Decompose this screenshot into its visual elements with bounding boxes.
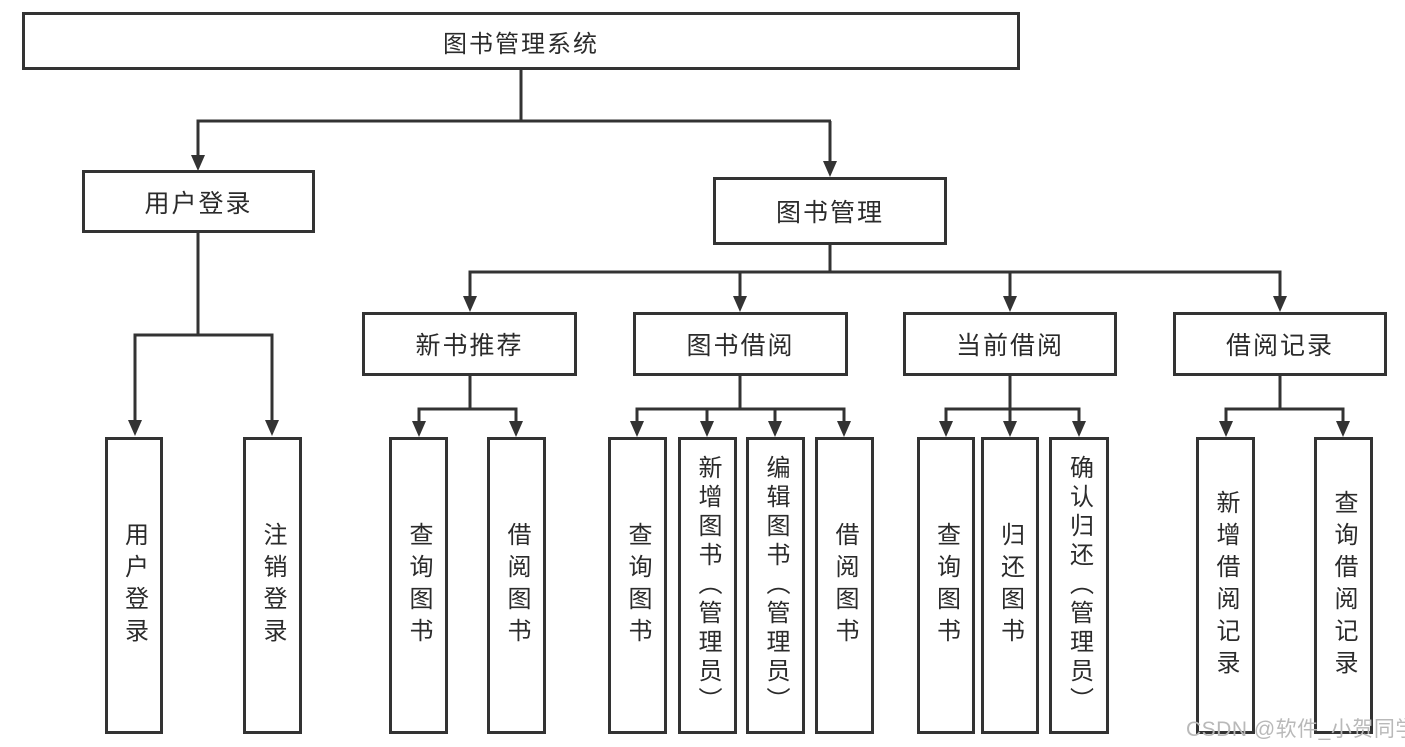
leaf-query-books-current-label: 查询图书 [932,521,960,650]
leaf-borrow-books-borrowing-label: 借阅图书 [831,521,858,650]
leaf-user-login: 用户登录 [105,437,163,734]
node-new-book-recommend: 新书推荐 [362,312,577,376]
leaf-add-borrow-record-label: 新增借阅记录 [1212,489,1239,682]
node-book-borrowing: 图书借阅 [633,312,848,376]
leaf-borrow-books-recommend-label: 借阅图书 [503,521,530,650]
leaf-return-book: 归还图书 [981,437,1039,734]
node-root-label: 图书管理系统 [443,30,599,58]
node-new-book-recommend-label: 新书推荐 [415,332,524,360]
tree-edges [133,70,1345,422]
node-current-borrowing-label: 当前借阅 [955,332,1064,360]
leaf-query-borrow-record-label: 查询借阅记录 [1330,489,1357,682]
node-user-login: 用户登录 [82,170,315,233]
leaf-logout-label: 注销登录 [259,521,286,650]
leaf-query-books-current: 查询图书 [917,437,975,734]
leaf-edit-book-admin: 编辑图书（管理员） [746,437,805,734]
leaf-user-login-label: 用户登录 [120,521,148,650]
watermark-text: CSDN @软件_小贺同学 [1186,718,1405,741]
node-current-borrowing: 当前借阅 [903,312,1117,376]
leaf-query-books-recommend-label: 查询图书 [405,521,432,650]
node-user-login-label: 用户登录 [144,189,253,218]
node-book-management: 图书管理 [713,177,947,245]
leaf-edit-book-admin-label: 编辑图书（管理员） [762,455,789,716]
leaf-add-borrow-record: 新增借阅记录 [1196,437,1255,734]
leaf-borrow-books-recommend: 借阅图书 [487,437,546,734]
leaf-confirm-return-admin: 确认归还（管理员） [1049,437,1109,734]
leaf-add-book-admin: 新增图书（管理员） [678,437,737,734]
node-book-borrowing-label: 图书借阅 [686,332,795,360]
leaf-return-book-label: 归还图书 [996,521,1024,650]
leaf-add-book-admin-label: 新增图书（管理员） [694,455,721,716]
leaf-query-borrow-record: 查询借阅记录 [1314,437,1373,734]
leaf-confirm-return-admin-label: 确认归还（管理员） [1065,455,1093,716]
node-borrow-records-label: 借阅记录 [1225,332,1334,360]
leaf-borrow-books-borrowing: 借阅图书 [815,437,874,734]
leaf-logout: 注销登录 [243,437,302,734]
leaf-query-books-borrowing-label: 查询图书 [624,521,651,650]
arrowheads [128,155,1350,437]
node-root: 图书管理系统 [22,12,1020,70]
node-borrow-records: 借阅记录 [1173,312,1387,376]
leaf-query-books-recommend: 查询图书 [389,437,448,734]
node-book-management-label: 图书管理 [775,199,884,227]
leaf-query-books-borrowing: 查询图书 [608,437,667,734]
